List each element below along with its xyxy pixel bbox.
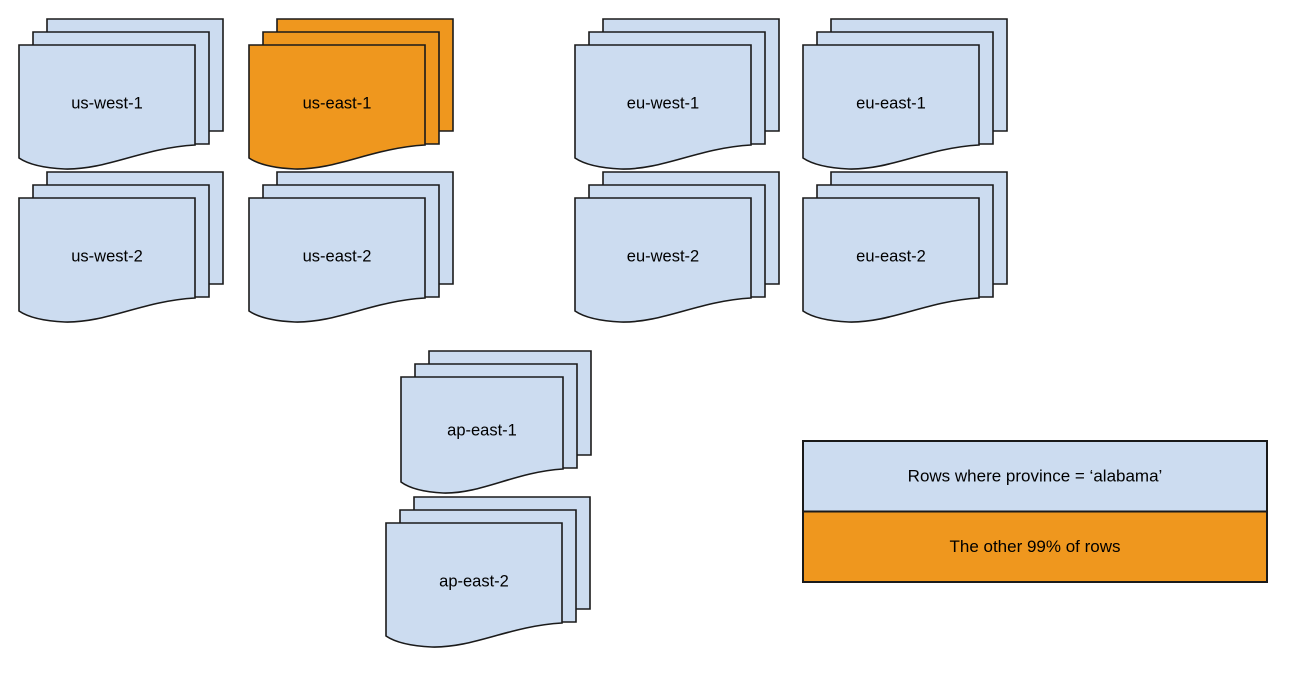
document-stack-ap-east-1[interactable]: ap-east-1 <box>400 350 592 494</box>
document-stack-us-west-2-front-sheet <box>18 197 196 323</box>
document-stack-ap-east-2-front-sheet <box>385 522 563 648</box>
legend-row-alabama[interactable]: Rows where province = ‘alabama’ <box>802 440 1268 513</box>
document-stack-us-east-1-front-sheet <box>248 44 426 170</box>
document-stack-eu-west-2[interactable]: eu-west-2 <box>574 171 780 323</box>
document-stack-ap-east-2[interactable]: ap-east-2 <box>385 496 591 648</box>
document-stack-eu-west-1-front-sheet <box>574 44 752 170</box>
legend-row-other[interactable]: The other 99% of rows <box>802 510 1268 583</box>
legend-row-other-swatch <box>802 510 1268 583</box>
document-stack-us-west-1-front-sheet <box>18 44 196 170</box>
legend-group: Rows where province = ‘alabama’The other… <box>802 440 1268 583</box>
document-stack-us-east-2[interactable]: us-east-2 <box>248 171 454 323</box>
document-stack-eu-east-1-front-sheet <box>802 44 980 170</box>
document-stack-eu-east-1[interactable]: eu-east-1 <box>802 18 1008 170</box>
document-stack-eu-east-2-front-sheet <box>802 197 980 323</box>
document-stack-eu-west-2-front-sheet <box>574 197 752 323</box>
document-stack-eu-east-2[interactable]: eu-east-2 <box>802 171 1008 323</box>
document-stack-us-west-1[interactable]: us-west-1 <box>18 18 224 170</box>
document-stack-us-east-1[interactable]: us-east-1 <box>248 18 454 170</box>
document-stack-us-west-2[interactable]: us-west-2 <box>18 171 224 323</box>
document-stack-ap-east-1-front-sheet <box>400 376 564 494</box>
document-stack-eu-west-1[interactable]: eu-west-1 <box>574 18 780 170</box>
legend-row-alabama-swatch <box>802 440 1268 513</box>
document-stack-us-east-2-front-sheet <box>248 197 426 323</box>
